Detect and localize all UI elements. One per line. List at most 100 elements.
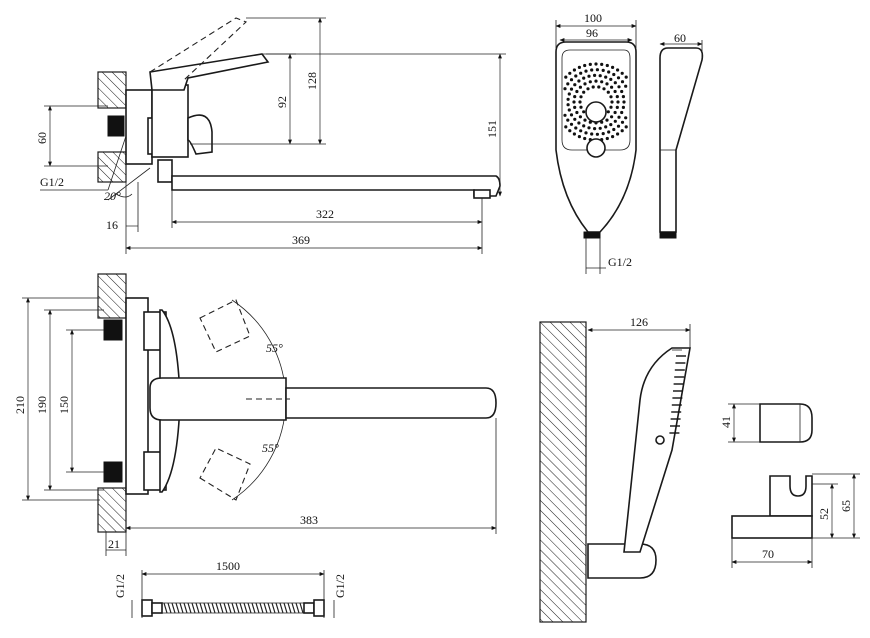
coil-segment [283,602,288,614]
nozzle-dot [613,119,617,123]
dim-60: 60 [35,132,49,144]
nozzle-dot [564,75,568,79]
spout [171,175,501,197]
nozzle-dot [577,135,582,139]
nozzle-dot [600,80,604,84]
nozzle-dot [572,68,577,72]
nozzle-dot [616,132,620,136]
nozzle-dot [591,85,595,89]
nozzle-dot [616,124,621,128]
aerator [473,189,491,199]
nozzle-dot [595,68,600,72]
nozzle-dot [607,70,611,74]
nozzle-dot [598,74,602,78]
bracket [769,475,813,517]
nozzle-dot [590,68,594,72]
coil-segment [235,602,240,614]
nozzle-dot [621,95,626,99]
bracket-base [731,515,813,539]
nozzle-dot [621,105,626,109]
nozzle-dot [567,108,571,112]
nozzle-dot [579,105,583,109]
shower-head-front: 100 96 G1/2 [555,11,637,274]
nozzle-dot [569,78,574,82]
dim-60-side: 60 [674,31,686,45]
nozzle-dot [569,113,574,117]
nozzle-dot [605,63,609,68]
mode-button [586,138,606,158]
nozzle-dot [575,89,579,94]
nozzle-dot [624,84,628,88]
nozzle-dot [590,132,594,136]
coil-segment [199,602,204,614]
hose-thread-right: G1/2 [333,574,347,598]
dim-41: 41 [719,416,733,428]
dim-21: 21 [108,537,120,551]
coil-segment [231,602,236,614]
dim-96: 96 [586,26,598,40]
nozzle-dot [569,87,574,91]
side-button [655,435,665,445]
nozzle-dot [594,62,598,66]
nozzle-dot [573,117,577,121]
lever-raised-outline [149,17,248,81]
nozzle-dot [613,89,617,94]
hose-cap-right [303,602,315,614]
diverter-knob [187,114,213,155]
nozzle-dot [620,110,624,115]
nozzle-dot [607,130,611,134]
nozzle-center [585,101,607,123]
front-fitting-upper [103,319,123,341]
nozzle-dot [617,85,621,89]
dim-210: 210 [13,396,27,414]
coil-segment [295,602,300,614]
nozzle-dot [594,79,598,83]
nozzle-dot [615,95,619,99]
nozzle-dot [582,110,586,114]
nozzle-dot [609,105,613,109]
hose-cap-left [151,602,163,614]
nozzle-dot [620,129,624,133]
coil-segment [287,602,292,614]
holder-top [759,403,813,443]
nozzle-dot [579,71,583,75]
front-fitting-lower [103,461,123,483]
nozzle-dot [577,79,581,83]
angle-55-lower: 55° [262,441,279,455]
nozzle-dot [579,95,583,99]
nozzle-dot [582,124,586,128]
coil-segment [215,602,220,614]
nozzle-dot [584,131,588,135]
nozzle-dot [566,97,570,101]
wall-hatch-upper [97,71,127,109]
nozzle-dot [609,95,613,99]
coil-segment [195,602,200,614]
nozzle-dot [620,89,624,94]
angle-55-upper: 55° [266,341,283,355]
coil-segment [175,602,180,614]
nozzle-dot [624,75,628,79]
nozzle-dot [598,126,602,130]
nozzle-dot [583,82,587,86]
dim-1500: 1500 [216,559,240,573]
coil-segment [167,602,172,614]
coil-segment [191,602,196,614]
coil-segment [203,602,208,614]
pipe-fitting [107,115,125,137]
shower-side-ridges [669,355,686,434]
lever-handle [149,53,270,91]
front-wall-hatch-upper [97,273,127,319]
nozzle-dot [601,132,605,136]
nozzle-dot [606,90,610,94]
nozzle-dot [605,136,609,141]
dim-92: 92 [275,96,289,108]
dim-322: 322 [316,207,334,221]
nozzle-dot [593,127,597,131]
nozzle-dot [612,127,616,132]
nozzle-dot [610,115,614,119]
nozzle-dot [573,83,577,87]
nozzle-dot [605,118,609,122]
nozzle-dot [600,62,604,66]
coil-segment [263,602,268,614]
